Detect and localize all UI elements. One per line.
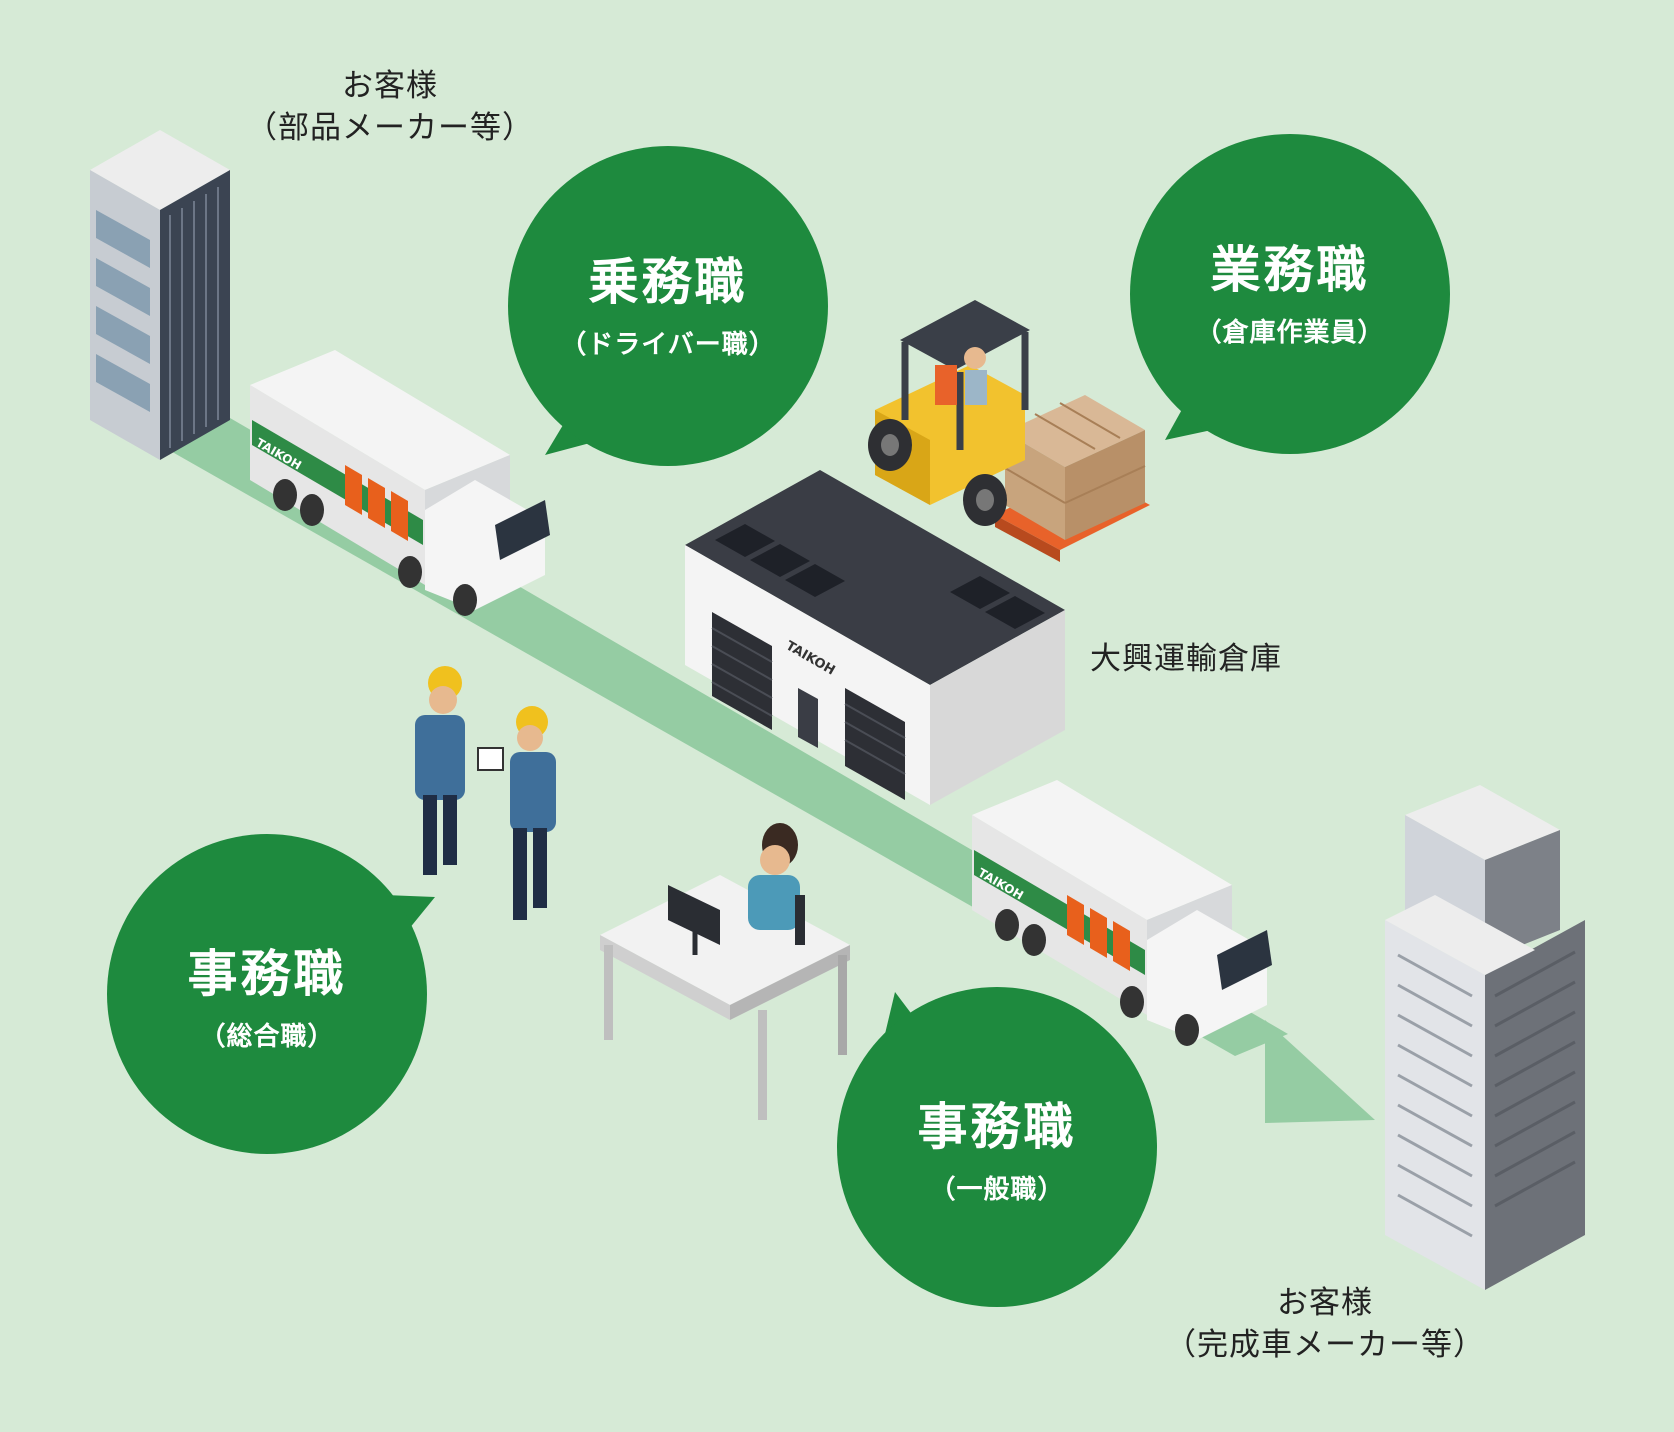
bubble-warehouse-staff-title: 業務職 [1210,241,1370,299]
office-worker-desk [600,823,850,1120]
bubble-office-general-subtitle: （総合職） [199,1022,335,1052]
customer-label-bottom-line1: お客様 [1277,1285,1373,1321]
bubble-warehouse-staff-subtitle: （倉庫作業員） [1195,318,1385,348]
customer-label-bottom: お客様 （完成車メーカー等） [1135,1282,1515,1366]
bubble-office-clerical: 事務職 （一般職） [837,987,1157,1307]
warehouse-label: 大興運輸倉庫 [1090,638,1330,680]
customer-building-bottom [1385,785,1585,1290]
workers-discussing [415,666,556,920]
bubble-office-clerical-title: 事務職 [917,1098,1077,1156]
customer-label-top-line2: （部品メーカー等） [246,110,534,146]
bubble-office-general: 事務職 （総合職） [107,834,427,1154]
customer-label-top: お客様 （部品メーカー等） [230,65,550,149]
customer-label-bottom-line2: （完成車メーカー等） [1165,1327,1485,1363]
bubble-driver-subtitle: （ドライバー職） [560,330,776,360]
customer-label-top-line1: お客様 [342,68,438,104]
customer-building-top [90,130,230,460]
warehouse-label-text: 大興運輸倉庫 [1090,641,1282,677]
bubble-driver: 乗務職 （ドライバー職） [508,146,828,466]
bubble-driver-title: 乗務職 [588,253,748,311]
delivery-truck: TAIKOH [250,350,550,616]
warehouse-building: TAIKOH [685,470,1065,805]
bubble-office-general-title: 事務職 [187,945,347,1003]
forklift [868,300,1150,562]
bubble-warehouse-staff: 業務職 （倉庫作業員） [1130,134,1450,454]
bubble-office-clerical-subtitle: （一般職） [929,1175,1065,1205]
delivery-truck: TAIKOH [972,780,1272,1046]
bubble-shapes [107,134,1450,1307]
flow-arrow-head [1265,1020,1375,1123]
